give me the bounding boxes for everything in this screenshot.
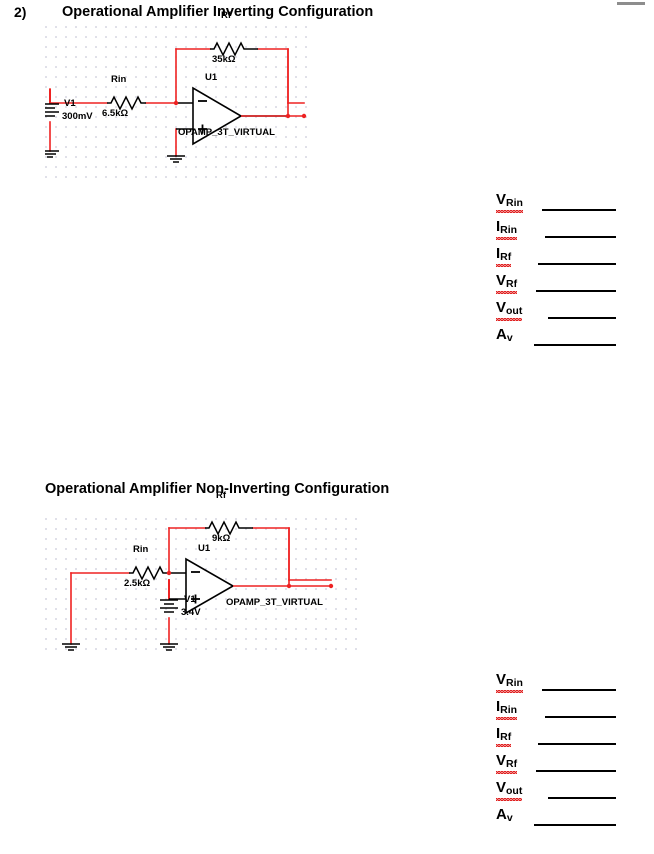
spellcheck-squiggle (496, 291, 518, 294)
label-rf-ref: Rf (221, 10, 232, 21)
spellcheck-squiggle (496, 210, 523, 213)
answer-label-v-out: Vout (496, 298, 523, 321)
answer-row-v-rf: VRf (496, 271, 646, 298)
section-title-non-inverting: Operational Amplifier Non-Inverting Conf… (45, 481, 390, 497)
label-u1-ref: U1 (198, 543, 211, 554)
spellcheck-squiggle (496, 771, 518, 774)
answer-blank-v-out[interactable] (548, 796, 616, 799)
label-rin-value: 6.5kΩ (102, 108, 129, 119)
spellcheck-squiggle (496, 798, 523, 801)
answer-label-v-rf: VRf (496, 751, 518, 774)
answer-label-i-rf: IRf (496, 724, 512, 747)
spellcheck-squiggle (496, 744, 512, 747)
label-v1-value: 3.4V (181, 607, 201, 618)
answer-row-i-rf: IRf (496, 724, 646, 751)
answer-row-v-rin: VRin (496, 190, 646, 217)
answer-row-v-rin: VRin (496, 670, 646, 697)
answer-row-i-rin: IRin (496, 217, 646, 244)
spellcheck-squiggle (496, 264, 512, 267)
label-v1-value: 300mV (62, 111, 93, 122)
answer-blank-v-rf[interactable] (536, 289, 616, 292)
top-right-rule (617, 2, 645, 5)
label-rin-ref: Rin (133, 544, 149, 555)
answer-row-a-v: Av (496, 805, 646, 832)
label-v1-ref: V1 (64, 98, 76, 109)
answer-label-v-rf: VRf (496, 271, 518, 294)
schematic-non-inverting: Rf 9kΩ Rin 2.5kΩ U1 OPAMP_3T_VIRTUAL V1 … (45, 490, 362, 655)
answer-label-i-rf: IRf (496, 244, 512, 267)
answer-label-i-rin: IRin (496, 697, 518, 720)
answers-inverting: VRin IRin IRf VRf Vout Av (496, 190, 646, 352)
answers-non-inverting: VRin IRin IRf VRf Vout Av (496, 670, 646, 832)
answer-blank-a-v[interactable] (534, 823, 616, 826)
label-rin-value: 2.5kΩ (124, 578, 151, 589)
section-title-inverting: Operational Amplifier Inverting Configur… (62, 4, 374, 20)
answer-blank-a-v[interactable] (534, 343, 616, 346)
answer-blank-v-rin[interactable] (542, 208, 616, 211)
label-opamp-model: OPAMP_3T_VIRTUAL (226, 597, 323, 608)
answer-row-v-rf: VRf (496, 751, 646, 778)
spellcheck-squiggle (496, 717, 518, 720)
answer-label-i-rin: IRin (496, 217, 518, 240)
answer-label-v-out: Vout (496, 778, 523, 801)
label-rf-ref: Rf (216, 490, 227, 501)
answer-label-v-rin: VRin (496, 670, 523, 693)
spellcheck-squiggle (496, 690, 523, 693)
answer-row-a-v: Av (496, 325, 646, 352)
schematic-inverting: Rf 35kΩ Rin 6.5kΩ U1 OPAMP_3T_VIRTUAL V1… (45, 10, 307, 184)
label-v1-ref: V1 (184, 594, 196, 605)
answer-blank-v-rin[interactable] (542, 688, 616, 691)
label-rin-ref: Rin (111, 74, 127, 85)
answer-blank-v-out[interactable] (548, 316, 616, 319)
label-opamp-model: OPAMP_3T_VIRTUAL (178, 127, 275, 138)
answer-blank-i-rf[interactable] (538, 262, 616, 265)
answer-label-a-v: Av (496, 326, 513, 344)
spellcheck-squiggle (496, 318, 523, 321)
answer-blank-i-rf[interactable] (538, 742, 616, 745)
answer-row-v-out: Vout (496, 298, 646, 325)
label-u1-ref: U1 (205, 72, 218, 83)
spellcheck-squiggle (496, 237, 518, 240)
answer-blank-v-rf[interactable] (536, 769, 616, 772)
answer-label-v-rin: VRin (496, 190, 523, 213)
answer-label-a-v: Av (496, 806, 513, 824)
question-number: 2) (14, 4, 27, 20)
answer-row-i-rf: IRf (496, 244, 646, 271)
label-rf-value: 35kΩ (212, 54, 236, 65)
answer-blank-i-rin[interactable] (545, 235, 616, 238)
label-rf-value: 9kΩ (212, 533, 231, 544)
answer-row-v-out: Vout (496, 778, 646, 805)
answer-row-i-rin: IRin (496, 697, 646, 724)
answer-blank-i-rin[interactable] (545, 715, 616, 718)
